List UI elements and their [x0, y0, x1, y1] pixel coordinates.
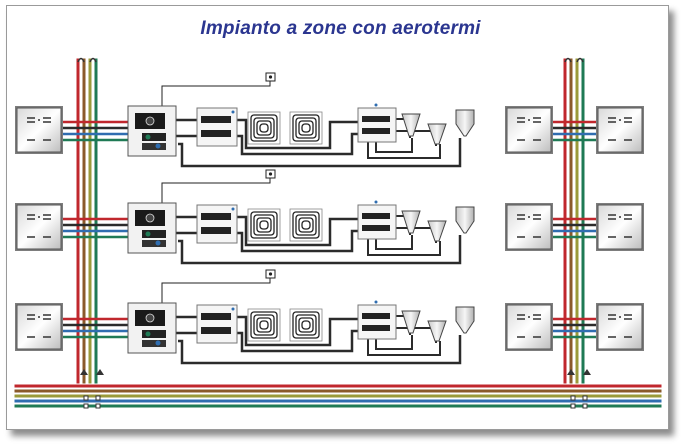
valve-icon [142, 230, 166, 238]
return-pipe [178, 335, 462, 365]
control-wire [161, 275, 271, 305]
branch-pipe [396, 227, 437, 243]
radiator-icon [15, 203, 63, 251]
valve-icon [583, 369, 591, 375]
diagram-frame [6, 5, 669, 430]
valve-icon [142, 330, 166, 338]
branch-pipe [375, 138, 413, 153]
branch-pipe [367, 339, 441, 356]
manifold-icon [201, 313, 231, 320]
manifold-icon [362, 128, 390, 134]
branch-pipe [237, 229, 358, 253]
radiator-icon [505, 106, 553, 154]
radiator-icon [15, 106, 63, 154]
radiator-icon [15, 303, 63, 351]
valve-icon [142, 133, 166, 141]
manifold-icon [362, 116, 390, 122]
junction-icon [83, 403, 89, 409]
manifold-icon [362, 313, 390, 319]
floor-heating-coil-icon [289, 208, 323, 242]
floor-heating-coil-icon [247, 208, 281, 242]
valve-icon [142, 340, 166, 347]
valve-icon [142, 143, 166, 150]
manifold-box [357, 204, 397, 240]
return-pipe [178, 235, 462, 265]
air-heater-icon [401, 113, 421, 137]
branch-pipe [237, 132, 358, 156]
air-heater-icon [427, 320, 447, 342]
radiator-icon [505, 303, 553, 351]
branch-pipe [237, 215, 358, 247]
air-heater-icon [455, 109, 475, 137]
air-heater-icon [427, 123, 447, 145]
manifold-box [196, 204, 238, 244]
junction-icon [582, 395, 588, 401]
manifold-box [357, 107, 397, 143]
control-wire [161, 78, 271, 108]
branch-pipe [237, 118, 358, 150]
valve-icon [80, 369, 88, 375]
branch-pipe [396, 327, 437, 343]
floor-heating-coil-icon [289, 308, 323, 342]
branch-pipe [396, 130, 437, 146]
floor-heating-coil-icon [247, 111, 281, 145]
valve-icon [96, 369, 104, 375]
branch-pipe [375, 235, 413, 250]
junction-icon [582, 403, 588, 409]
diagram-title: Impianto a zone con aerotermi [200, 18, 481, 39]
manifold-icon [362, 325, 390, 331]
radiator-icon [596, 203, 644, 251]
manifold-icon [201, 227, 231, 234]
manifold-icon [201, 130, 231, 137]
air-heater-icon [455, 306, 475, 334]
manifold-box [196, 107, 238, 147]
control-wire [161, 175, 271, 205]
junction-icon [83, 395, 89, 401]
junction-icon [95, 395, 101, 401]
junction-icon [570, 395, 576, 401]
branch-pipe [237, 329, 358, 353]
valve-icon [567, 369, 575, 375]
branch-pipe [237, 315, 358, 347]
floor-heating-coil-icon [247, 308, 281, 342]
air-heater-icon [427, 220, 447, 242]
valve-icon [142, 240, 166, 247]
junction-icon [95, 403, 101, 409]
branch-pipe [367, 142, 441, 159]
floor-heating-coil-icon [289, 111, 323, 145]
air-heater-icon [401, 210, 421, 234]
manifold-box [357, 304, 397, 340]
branch-pipe [367, 239, 441, 256]
manifold-box [196, 304, 238, 344]
manifold-icon [362, 213, 390, 219]
air-heater-icon [401, 310, 421, 334]
manifold-icon [201, 327, 231, 334]
radiator-icon [505, 203, 553, 251]
air-heater-icon [455, 206, 475, 234]
manifold-icon [201, 213, 231, 220]
radiator-icon [596, 106, 644, 154]
junction-icon [570, 403, 576, 409]
return-pipe [178, 138, 462, 168]
radiator-icon [596, 303, 644, 351]
manifold-icon [201, 116, 231, 123]
manifold-icon [362, 225, 390, 231]
branch-pipe [375, 335, 413, 350]
